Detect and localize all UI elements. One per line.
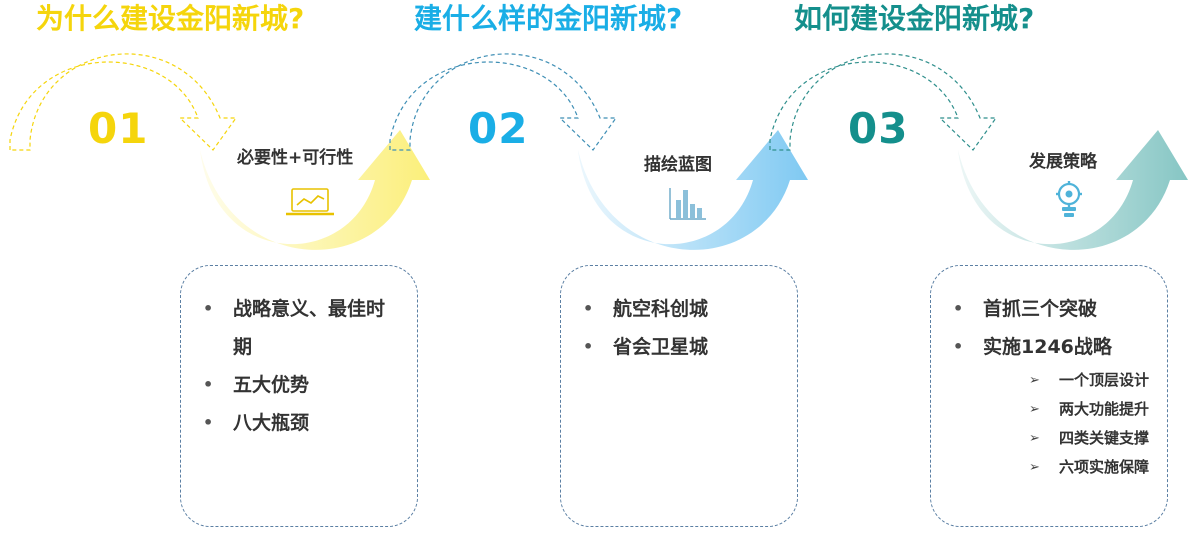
sub-item: 一个顶层设计 xyxy=(931,366,1167,395)
section-2-heading: 建什么样的金阳新城? xyxy=(414,2,683,35)
bullet-item: 首抓三个突破 xyxy=(931,290,1167,328)
dashed-arc-arrow-1 xyxy=(9,53,238,151)
bar-chart-icon xyxy=(669,188,706,220)
step-number-3: 03 xyxy=(848,104,909,153)
sub-item-list: 一个顶层设计 两大功能提升 四类关键支撑 六项实施保障 xyxy=(931,366,1167,482)
bullet-item: 省会卫星城 xyxy=(561,328,797,366)
curved-arrow-1 xyxy=(200,130,430,250)
section-3-heading: 如何建设金阳新城? xyxy=(794,2,1035,35)
bullet-item: 八大瓶颈 xyxy=(181,404,417,442)
bullet-item: 五大优势 xyxy=(181,366,417,404)
curved-arrow-2 xyxy=(578,130,808,250)
step-number-1: 01 xyxy=(88,104,149,153)
lightbulb-gear-icon xyxy=(1056,181,1082,217)
dashed-arc-arrow-3 xyxy=(769,53,998,151)
bullet-list-2: 航空科创城 省会卫星城 xyxy=(561,290,797,366)
bullet-list-1: 战略意义、最佳时期 五大优势 八大瓶颈 xyxy=(181,290,417,442)
dashed-arc-arrow-2 xyxy=(389,53,618,151)
step-label-2: 描绘蓝图 xyxy=(644,155,712,175)
sub-item: 两大功能提升 xyxy=(931,395,1167,424)
content-card-1: 战略意义、最佳时期 五大优势 八大瓶颈 xyxy=(180,265,418,527)
content-card-3: 首抓三个突破 实施1246战略 一个顶层设计 两大功能提升 四类关键支撑 六项实… xyxy=(930,265,1168,527)
step-label-3: 发展策略 xyxy=(1029,152,1097,172)
section-1-heading: 为什么建设金阳新城? xyxy=(36,2,305,35)
bullet-item: 实施1246战略 xyxy=(931,328,1167,366)
curved-arrow-3 xyxy=(958,130,1188,250)
sub-item: 四类关键支撑 xyxy=(931,424,1167,453)
step-label-1: 必要性+可行性 xyxy=(237,148,354,168)
content-card-2: 航空科创城 省会卫星城 xyxy=(560,265,798,527)
laptop-chart-icon xyxy=(286,188,334,216)
sub-item: 六项实施保障 xyxy=(931,453,1167,482)
bullet-list-3: 首抓三个突破 实施1246战略 xyxy=(931,290,1167,366)
bullet-item: 航空科创城 xyxy=(561,290,797,328)
bullet-item: 战略意义、最佳时期 xyxy=(181,290,393,366)
step-number-2: 02 xyxy=(468,104,529,153)
